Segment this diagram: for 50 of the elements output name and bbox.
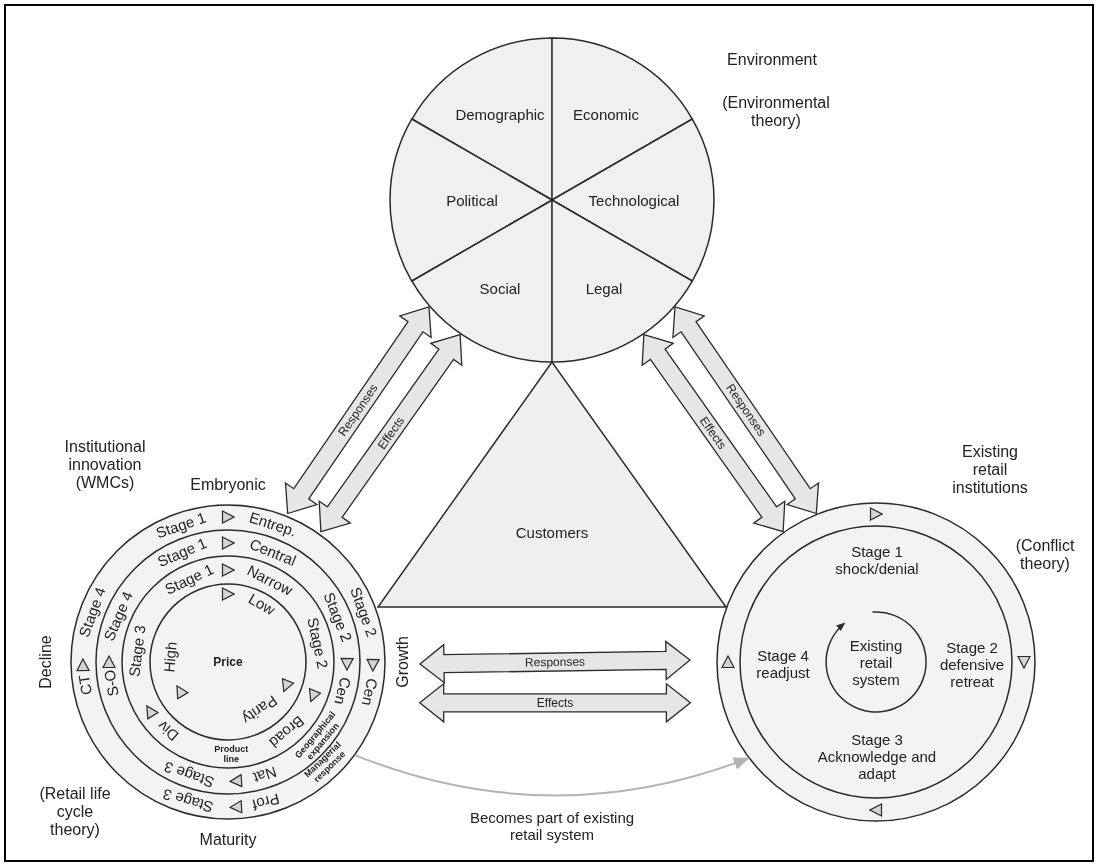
side-label: (Retail life cycle theory) — [38, 785, 112, 839]
ring-label: Prof — [250, 791, 281, 813]
triangle-shape — [378, 362, 726, 607]
ring-label: Entrep. — [247, 509, 299, 539]
side-label: Environment — [727, 51, 817, 69]
ring-label: Low — [245, 590, 278, 618]
stage-label: Stage 2 defensive retreat — [938, 638, 1006, 690]
edge-label: Becomes part of existing retail system — [468, 809, 636, 843]
stage-label: Stage 2 — [305, 616, 331, 670]
stage-label: Stage 1 shock/denial — [834, 543, 920, 577]
center-label: Price — [213, 656, 243, 668]
side-label: (Conflict theory) — [1014, 537, 1076, 573]
block-arrow — [672, 306, 820, 515]
stage-label: Stage 3 — [161, 787, 215, 816]
side-label: (Environmental theory) — [721, 94, 831, 130]
stage-label: Stage 4 readjust — [755, 647, 811, 681]
sector-label: Technological — [588, 192, 680, 208]
ring-label: High — [161, 640, 180, 673]
stage-label: Stage 3 — [126, 624, 148, 678]
side-label: Maturity — [199, 831, 257, 849]
ring-label: CT — [75, 673, 94, 696]
ring-label: Nat — [251, 764, 279, 786]
pie-circle — [390, 38, 714, 362]
side-label: Existing retail institutions — [951, 443, 1029, 497]
sector-label: Social — [479, 280, 521, 296]
stage-label: Stage 3 Acknowledge and adapt — [816, 730, 938, 782]
block-arrow — [284, 306, 432, 515]
side-label: Decline — [37, 635, 55, 689]
sector-label: Economic — [573, 106, 639, 122]
side-label: Embryonic — [190, 476, 266, 494]
block-arrow — [418, 682, 692, 724]
side-label: Institutional innovation (WMCs) — [63, 438, 147, 492]
ring-label: Div — [154, 718, 181, 745]
block-arrow — [418, 640, 692, 685]
ring-label: Cen — [359, 677, 381, 708]
sector-label: Legal — [585, 280, 623, 296]
block-arrow — [641, 333, 786, 533]
ring-label: Cen — [332, 675, 355, 706]
pie-sector — [552, 119, 714, 281]
edge-label: Responses — [524, 655, 586, 669]
triangle-label: Customers — [515, 524, 589, 540]
block-arrow — [318, 333, 463, 533]
edge-label: Effects — [536, 696, 574, 709]
curved-arrow — [354, 754, 750, 797]
side-label: Growth — [394, 636, 412, 688]
sector-label: Political — [446, 192, 498, 208]
center-label: Existing retail system — [848, 636, 904, 688]
ring-title: Product line — [213, 743, 250, 764]
sector-label: Demographic — [455, 106, 545, 122]
ring-label: S-O — [101, 668, 121, 698]
